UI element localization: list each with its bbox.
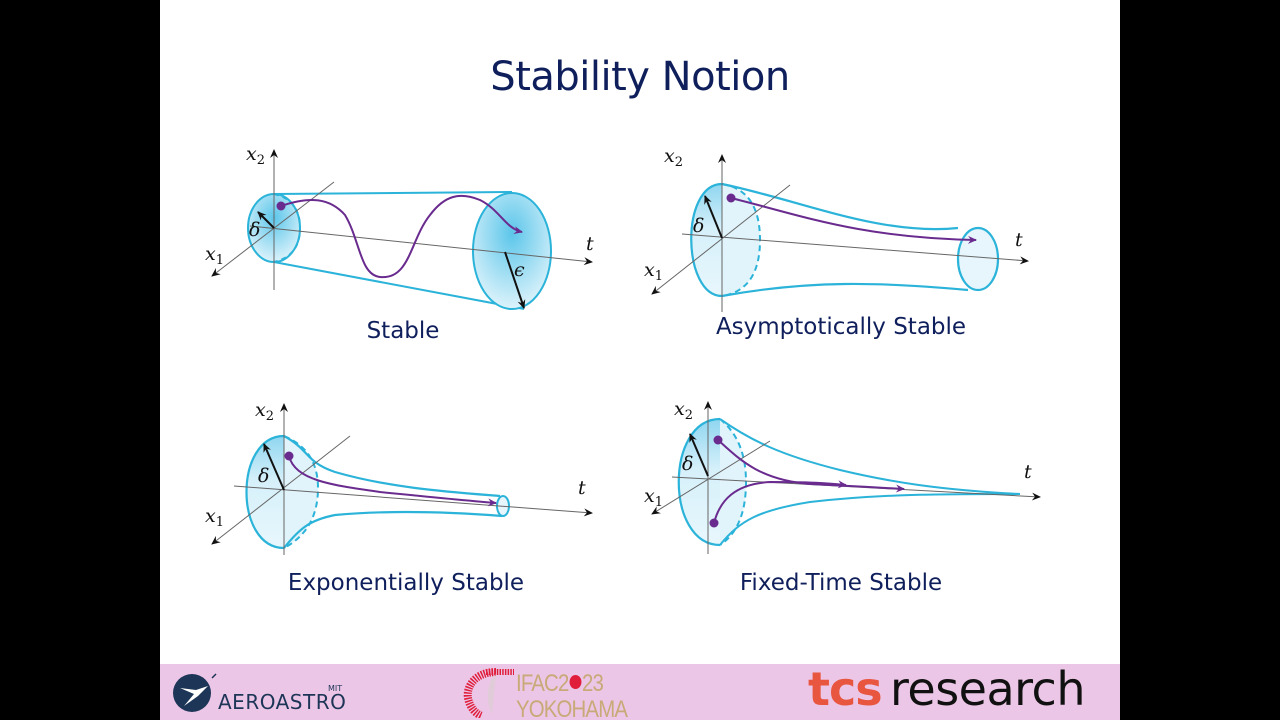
- svg-text:δ: δ: [693, 215, 704, 237]
- svg-text:t: t: [1024, 461, 1032, 483]
- svg-text:ϵ: ϵ: [514, 259, 525, 281]
- svg-text:t: t: [578, 477, 586, 499]
- caption-exponentially-stable: Exponentially Stable: [287, 570, 525, 596]
- research-text: research: [890, 662, 1086, 716]
- svg-text:x1: x1: [205, 243, 224, 268]
- svg-text:x2: x2: [255, 399, 274, 424]
- svg-text:x2: x2: [246, 143, 265, 168]
- stability-diagrams: x2 x1 t δ ϵ x2 x1 t δ: [205, 143, 1041, 555]
- svg-text:t: t: [1015, 229, 1023, 251]
- caption-fixed-time-stable: Fixed-Time Stable: [739, 570, 943, 596]
- mit-aeroastro-logo: MIT AEROASTRO: [172, 670, 372, 716]
- svg-text:δ: δ: [249, 219, 260, 241]
- mit-text: MIT: [328, 684, 343, 693]
- slide-title: Stability Notion: [490, 54, 790, 100]
- caption-asymptotically-stable: Asymptotically Stable: [715, 314, 967, 340]
- aeroastro-text: AEROASTRO: [218, 690, 347, 714]
- tcs-research-logo: tcs research: [808, 662, 1118, 718]
- svg-text:δ: δ: [258, 465, 269, 487]
- aeroastro-emblem-icon: [173, 673, 217, 712]
- panel-stable: x2 x1 t δ ϵ: [205, 143, 594, 310]
- panel-exponentially-stable: x2 x1 t δ: [205, 399, 593, 555]
- rising-sun-icon: [569, 675, 582, 689]
- svg-text:δ: δ: [682, 453, 693, 475]
- svg-text:x2: x2: [674, 398, 693, 423]
- ifac-emblem-icon: [463, 668, 514, 718]
- caption-stable: Stable: [366, 318, 440, 344]
- panel-fixed-time-stable: x2 x1 t δ: [644, 398, 1041, 554]
- slide: Stability Notion: [160, 0, 1120, 720]
- epsilon-ball: [472, 192, 552, 310]
- svg-text:t: t: [586, 233, 594, 255]
- panel-asymptotically-stable: x2 x1 t δ: [644, 145, 1029, 312]
- svg-text:x1: x1: [205, 505, 224, 530]
- tcs-text: tcs: [808, 662, 883, 716]
- yokohama-text: YOKOHAMA: [516, 696, 628, 720]
- svg-text:x2: x2: [664, 145, 683, 170]
- svg-text:x1: x1: [644, 485, 663, 510]
- svg-text:x1: x1: [644, 259, 663, 284]
